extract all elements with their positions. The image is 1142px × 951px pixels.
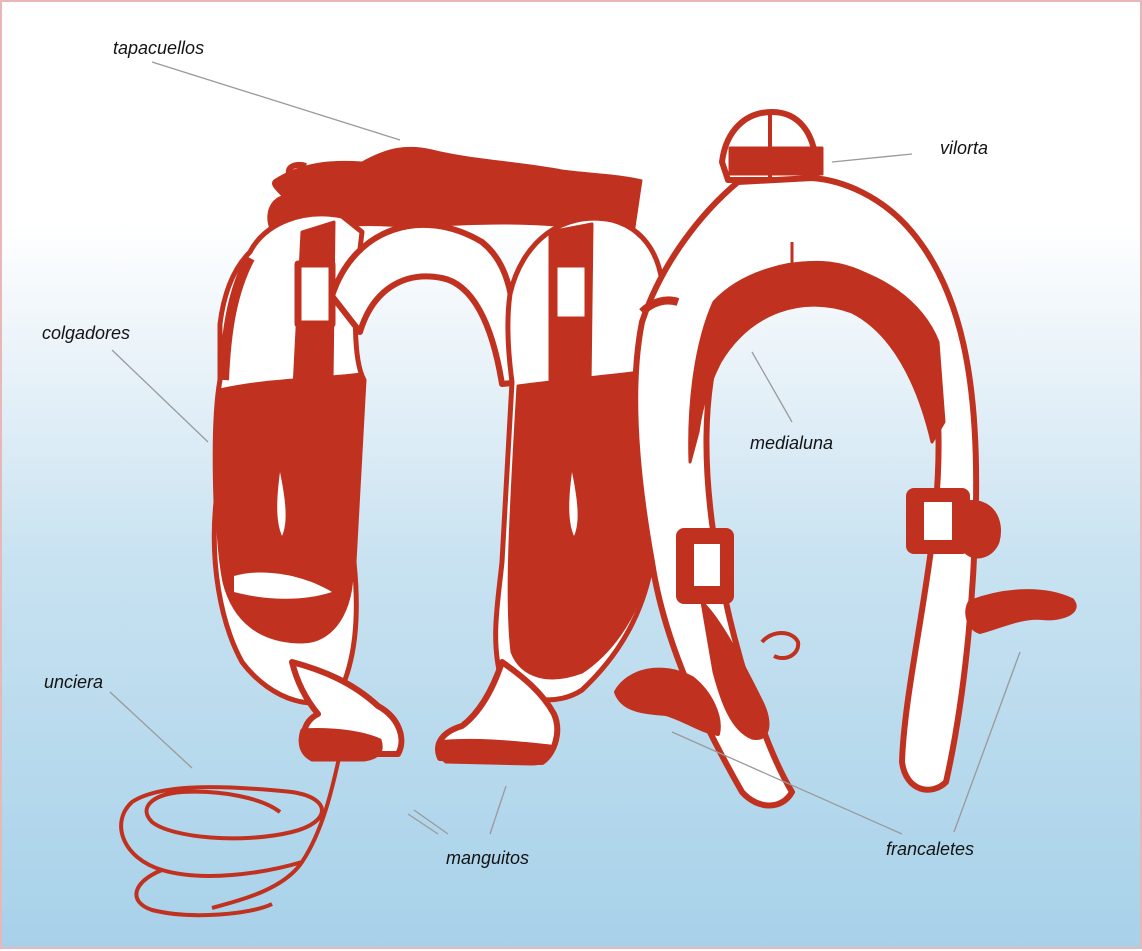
label-unciera: unciera bbox=[44, 673, 103, 691]
label-medialuna: medialuna bbox=[750, 434, 833, 452]
label-francaletes: francaletes bbox=[886, 840, 974, 858]
francalete-right bbox=[967, 591, 1074, 632]
unciera-rope bbox=[121, 744, 342, 915]
label-vilorta: vilorta bbox=[940, 139, 988, 157]
label-tapacuellos: tapacuellos bbox=[113, 39, 204, 57]
label-colgadores: colgadores bbox=[42, 324, 130, 342]
label-manguitos: manguitos bbox=[446, 849, 529, 867]
